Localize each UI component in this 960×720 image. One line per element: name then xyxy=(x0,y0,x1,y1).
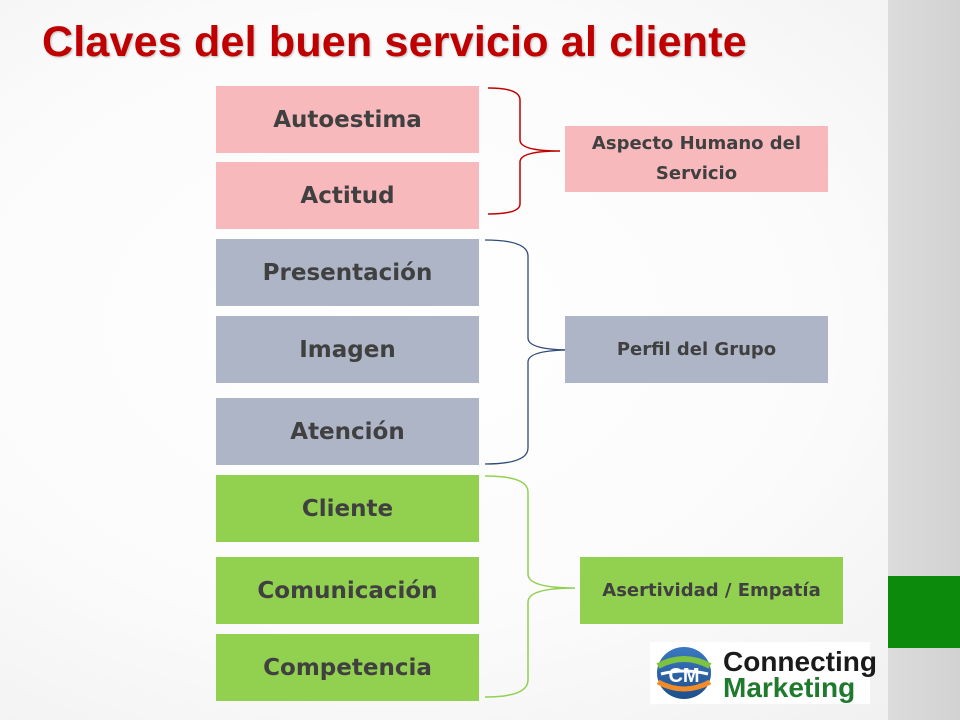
bracket-perfil-grupo xyxy=(484,239,573,465)
group-aspecto-humano: Aspecto Humano del Servicio xyxy=(565,126,828,192)
side-accent-block xyxy=(888,576,960,648)
item-competencia: Competencia xyxy=(216,634,479,701)
item-autoestima: Autoestima xyxy=(216,86,479,153)
item-presentacion: Presentación xyxy=(216,239,479,306)
item-actitud: Actitud xyxy=(216,162,479,229)
item-atencion: Atención xyxy=(216,398,479,465)
bracket-aspecto-humano xyxy=(487,87,561,215)
item-imagen: Imagen xyxy=(216,316,479,383)
globe-logo-icon: CM xyxy=(656,647,712,699)
logo-line-1: Connecting xyxy=(723,646,877,677)
connecting-marketing-logo: CM Connecting Marketing xyxy=(650,642,877,704)
group-perfil-grupo: Perfil del Grupo xyxy=(565,316,828,383)
logo-mark-text: CM xyxy=(668,665,699,687)
logo-line-2: Marketing xyxy=(723,672,856,703)
item-comunicacion: Comunicación xyxy=(216,557,479,624)
slide-title: Claves del buen servicio al cliente xyxy=(42,18,747,66)
group-asertividad: Asertividad / Empatía xyxy=(580,557,843,624)
item-cliente: Cliente xyxy=(216,475,479,542)
bracket-asertividad xyxy=(484,475,576,698)
